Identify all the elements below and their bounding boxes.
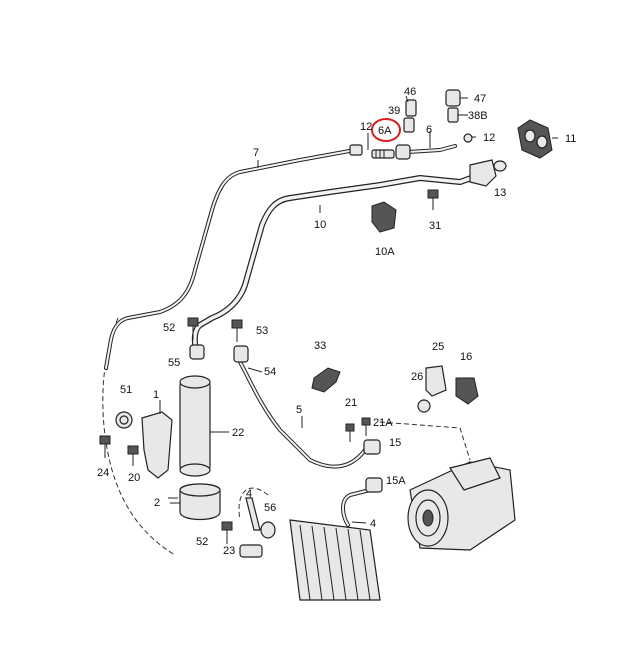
compressor-dash-line xyxy=(379,421,471,461)
label-53: 53 xyxy=(256,325,268,337)
label-4-left: 4 xyxy=(246,488,252,500)
compressor xyxy=(407,457,516,551)
bolt-31 xyxy=(427,189,439,210)
label-54: 54 xyxy=(264,366,276,378)
label-51: 51 xyxy=(120,384,132,396)
hose-7 xyxy=(104,144,363,370)
bolt-21 xyxy=(345,423,355,442)
connector-54 xyxy=(233,345,249,363)
o-ring-13 xyxy=(493,160,507,172)
part-labels: 7 10 10A 31 13 11 12 47 38B 46 39 6 6A 1… xyxy=(97,86,576,557)
fitting-55 xyxy=(189,344,205,360)
hose-5 xyxy=(238,360,367,469)
bracket-1 xyxy=(141,411,173,479)
highlight-circle-6A xyxy=(371,118,401,142)
bolt-52-upper xyxy=(187,317,199,340)
clamp-2 xyxy=(179,483,221,521)
cap-46 xyxy=(405,99,417,117)
pipe-6 xyxy=(395,144,457,160)
leader-lines xyxy=(159,95,558,524)
receiver-drier-22 xyxy=(179,375,211,477)
fitting-23 xyxy=(239,544,263,558)
label-1: 1 xyxy=(153,389,159,401)
o-ring-56 xyxy=(260,521,276,539)
label-5: 5 xyxy=(296,404,302,416)
condenser xyxy=(289,519,381,601)
label-4-right: 4 xyxy=(370,518,376,530)
bolt-52-lower xyxy=(221,521,233,544)
bracket-10A xyxy=(371,201,397,233)
label-16: 16 xyxy=(460,351,472,363)
bracket-33 xyxy=(311,367,341,393)
hose-4 xyxy=(341,488,372,527)
label-55: 55 xyxy=(168,357,180,369)
valve-6A xyxy=(371,149,395,159)
cap-39 xyxy=(403,117,415,133)
hose-10 xyxy=(191,159,497,353)
hose-7-end-fitting xyxy=(349,144,363,156)
label-24: 24 xyxy=(97,467,109,479)
dashed-boundary-bottom xyxy=(238,487,269,521)
label-31: 31 xyxy=(429,220,441,232)
label-15A: 15A xyxy=(386,475,406,487)
bolt-53 xyxy=(231,319,243,342)
pipe-4-lower xyxy=(245,497,261,531)
bracket-16 xyxy=(455,377,479,405)
label-22: 22 xyxy=(232,427,244,439)
fitting-15 xyxy=(363,439,381,455)
label-12-left: 12 xyxy=(360,121,372,133)
label-52-lower: 52 xyxy=(196,536,208,548)
label-21: 21 xyxy=(345,397,357,409)
label-47: 47 xyxy=(474,93,486,105)
hose-10-flange xyxy=(469,159,497,187)
label-15: 15 xyxy=(389,437,401,449)
clip-25 xyxy=(425,365,447,397)
label-2: 2 xyxy=(154,497,160,509)
label-10: 10 xyxy=(314,219,326,231)
label-20: 20 xyxy=(128,472,140,484)
cap-47 xyxy=(445,89,461,107)
nut-26 xyxy=(417,399,431,413)
label-33: 33 xyxy=(314,340,326,352)
label-26: 26 xyxy=(411,371,423,383)
label-46: 46 xyxy=(404,86,416,98)
label-21A: 21A xyxy=(373,417,393,429)
o-ring-12 xyxy=(463,133,473,143)
grommet-51 xyxy=(115,411,133,429)
label-6: 6 xyxy=(426,124,432,136)
fitting-15A xyxy=(365,477,383,493)
label-23: 23 xyxy=(223,545,235,557)
cap-38B xyxy=(447,107,459,123)
label-6A: 6A xyxy=(378,125,392,137)
label-56: 56 xyxy=(264,502,276,514)
bolt-20 xyxy=(127,445,139,466)
mount-11 xyxy=(517,119,553,159)
bolt-24 xyxy=(99,435,111,458)
label-52-upper: 52 xyxy=(163,322,175,334)
pipe-6-nut xyxy=(395,144,411,160)
label-39: 39 xyxy=(388,105,400,117)
label-7: 7 xyxy=(253,147,259,159)
bolt-21A xyxy=(361,417,371,436)
label-38B: 38B xyxy=(468,110,488,122)
label-10A: 10A xyxy=(375,246,395,258)
label-13: 13 xyxy=(494,187,506,199)
label-12-right: 12 xyxy=(483,132,495,144)
label-25: 25 xyxy=(432,341,444,353)
label-11: 11 xyxy=(565,133,576,145)
